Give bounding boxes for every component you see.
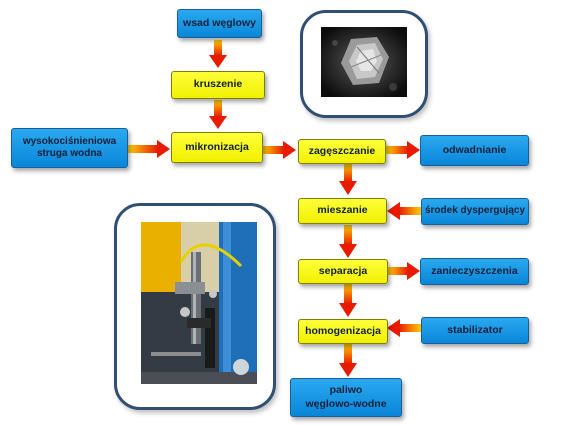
node-stabilizator: stabilizator: [421, 317, 529, 344]
arrow-zageszczanie-odwadnianie: [386, 141, 420, 159]
arrow-separacja-zanieczyszczenia: [388, 262, 420, 280]
arrow-wsad-kruszenie: [209, 40, 227, 68]
node-zanieczyszczenia: zanieczyszczenia: [420, 258, 529, 285]
arrow-mikronizacja-zageszczanie: [262, 141, 296, 159]
arrow-woda-mikronizacja: [128, 140, 170, 158]
node-odwadnianie: odwadnianie: [420, 135, 529, 166]
micrograph-frame: [300, 10, 428, 118]
arrow-kruszenie-mikronizacja: [209, 100, 227, 129]
node-homogenizacja: homogenizacja: [298, 319, 388, 344]
arrow-zageszczanie-mieszanie: [339, 164, 357, 195]
arrow-stabilizator-homogenizacja: [387, 319, 421, 337]
installation-photo-frame: [114, 203, 276, 410]
arrow-dyspergujacy-mieszanie: [387, 202, 421, 220]
node-mieszanie: mieszanie: [298, 198, 387, 224]
node-separacja: separacja: [298, 259, 388, 284]
node-paliwo-weglowo-wodne: paliwo węglowo-wodne: [290, 378, 402, 417]
arrow-homogenizacja-paliwo: [339, 344, 357, 377]
coal-particle-image: [321, 27, 407, 97]
installation-image: [141, 222, 257, 384]
node-wsad-weglowy: wsad węglowy: [177, 9, 262, 38]
node-kruszenie: kruszenie: [171, 71, 265, 99]
node-wysokocisnieniowa-struga-wodna: wysokociśnieniowa struga wodna: [11, 128, 128, 168]
node-srodek-dyspergujacy: środek dyspergujący: [421, 198, 529, 225]
node-zageszczanie: zagęszczanie: [298, 139, 386, 164]
arrow-mieszanie-separacja: [339, 225, 357, 258]
arrow-separacja-homogenizacja: [339, 284, 357, 317]
node-mikronizacja: mikronizacja: [171, 132, 263, 163]
